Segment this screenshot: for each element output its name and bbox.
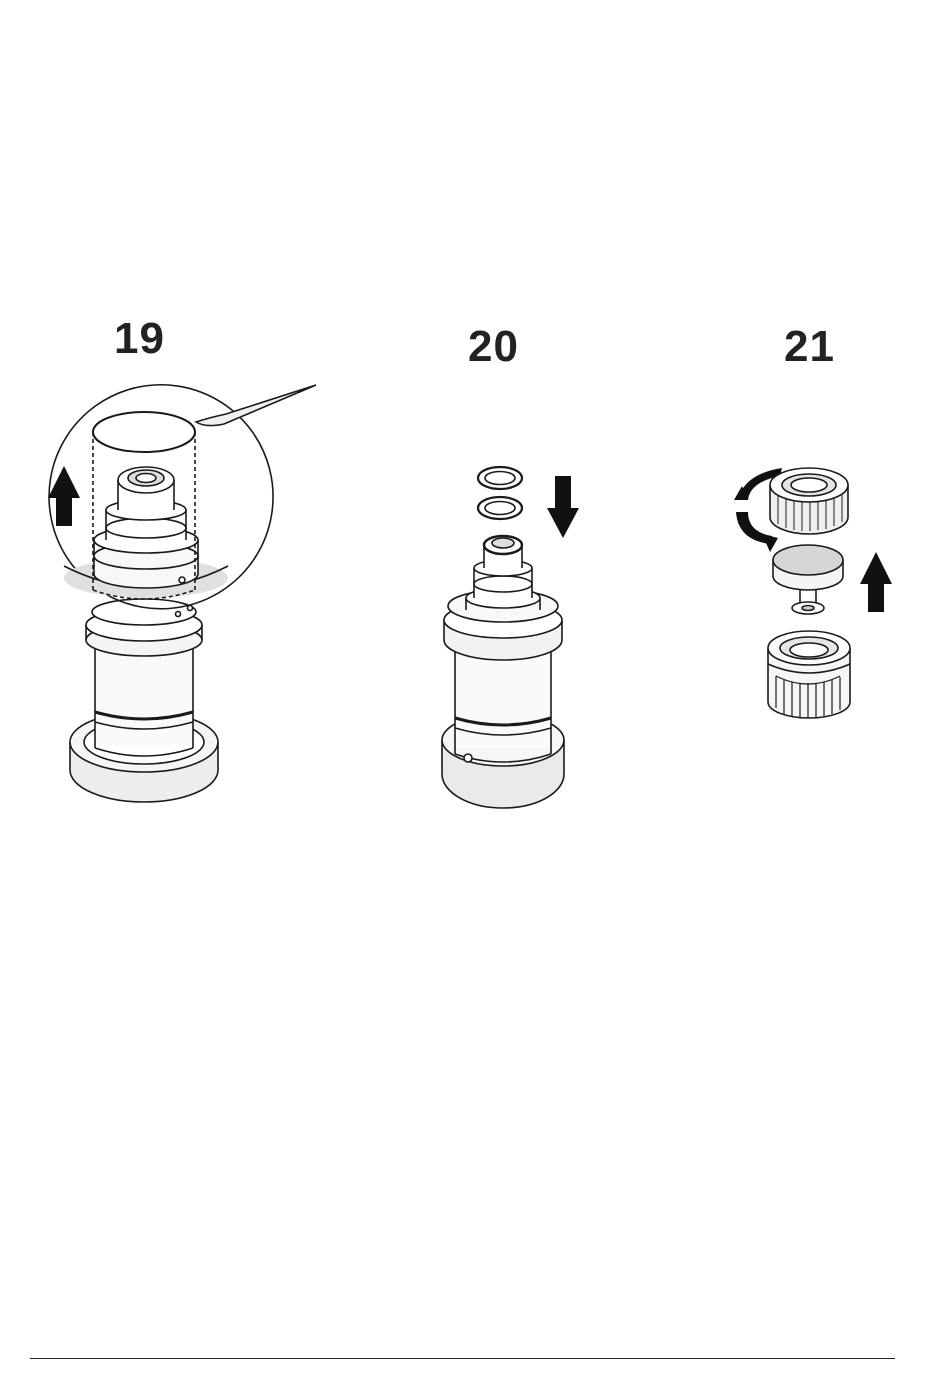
cartridge-body [95,640,193,756]
cap [770,468,848,534]
seal-disc [773,545,843,614]
down-arrow-icon [547,476,579,538]
o-rings [478,467,522,519]
footer-divider [30,1358,895,1359]
up-arrow-icon [860,552,892,612]
step-19-illustration [48,385,316,802]
step-20-illustration [442,467,579,808]
step-21-illustration [734,468,892,718]
housing [768,631,850,718]
